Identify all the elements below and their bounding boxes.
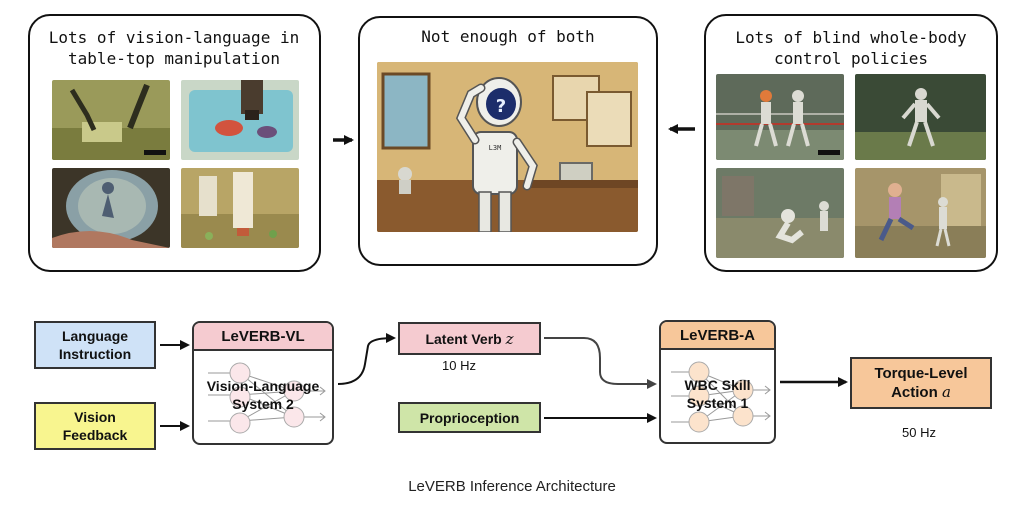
right-panel-title-line1: Lots of blind whole-body: [735, 28, 967, 47]
proprioception-label: Proprioception: [419, 409, 520, 426]
leverb-vl-header: LeVERB-VL: [194, 323, 332, 351]
leverb-vl-line2: System 2: [232, 396, 294, 412]
torque-action-rate: 50 Hz: [902, 425, 936, 440]
proprioception-block: Proprioception: [398, 402, 541, 433]
leverb-a-header: LeVERB-A: [661, 322, 774, 350]
vision-feedback-line2: Feedback: [62, 427, 128, 443]
leverb-a-line1: WBC Skill: [684, 377, 751, 393]
neural-network-icon: [208, 362, 326, 434]
question-mark-icon: ?: [496, 96, 506, 117]
neural-network-icon: [671, 361, 771, 433]
language-instruction-line2: Instruction: [58, 346, 132, 362]
latent-verb-label: Latent Verb: [425, 330, 506, 347]
svg-text:L3M: L3M: [489, 144, 502, 152]
whole-body-photo-4: [855, 168, 986, 258]
arrow-latent-to-a: [544, 337, 657, 389]
tabletop-photo-2: [181, 80, 299, 160]
right-panel-title-line2: control policies: [773, 49, 929, 68]
center-panel-title: Not enough of both: [421, 27, 595, 46]
latent-verb-symbol: z: [505, 329, 514, 348]
latent-verb-block: Latent Verb z: [398, 322, 541, 355]
torque-action-line1: Torque-Level: [874, 364, 968, 382]
leverb-a-line2: System 1: [686, 395, 749, 411]
torque-action-symbol: a: [941, 382, 951, 401]
arrow-vl-to-latent: [337, 333, 396, 385]
center-panel: Not enough of both L3M ?: [358, 16, 658, 266]
torque-action-line2: Action: [891, 383, 942, 401]
right-panel: Lots of blind whole-body control policie…: [704, 14, 998, 272]
figure-caption: LeVERB Inference Architecture: [408, 478, 616, 495]
left-panel: Lots of vision-language in table-top man…: [28, 14, 321, 272]
whole-body-photo-1: [716, 74, 844, 160]
leverb-vl-line1: Vision-Language: [206, 378, 320, 394]
whole-body-photo-3: [716, 168, 844, 258]
tabletop-photo-3: [52, 168, 170, 248]
latent-verb-rate: 10 Hz: [442, 358, 476, 373]
tabletop-photo-1: [52, 80, 170, 160]
whole-body-photo-2: [855, 74, 986, 160]
tabletop-photo-4: [181, 168, 299, 248]
left-panel-title-line2: table-top manipulation: [68, 49, 280, 68]
left-panel-title-line1: Lots of vision-language in: [48, 28, 300, 47]
language-instruction-line1: Language: [61, 328, 129, 344]
confused-robot-illustration: L3M ?: [377, 62, 638, 232]
vision-feedback-line1: Vision: [74, 409, 116, 425]
